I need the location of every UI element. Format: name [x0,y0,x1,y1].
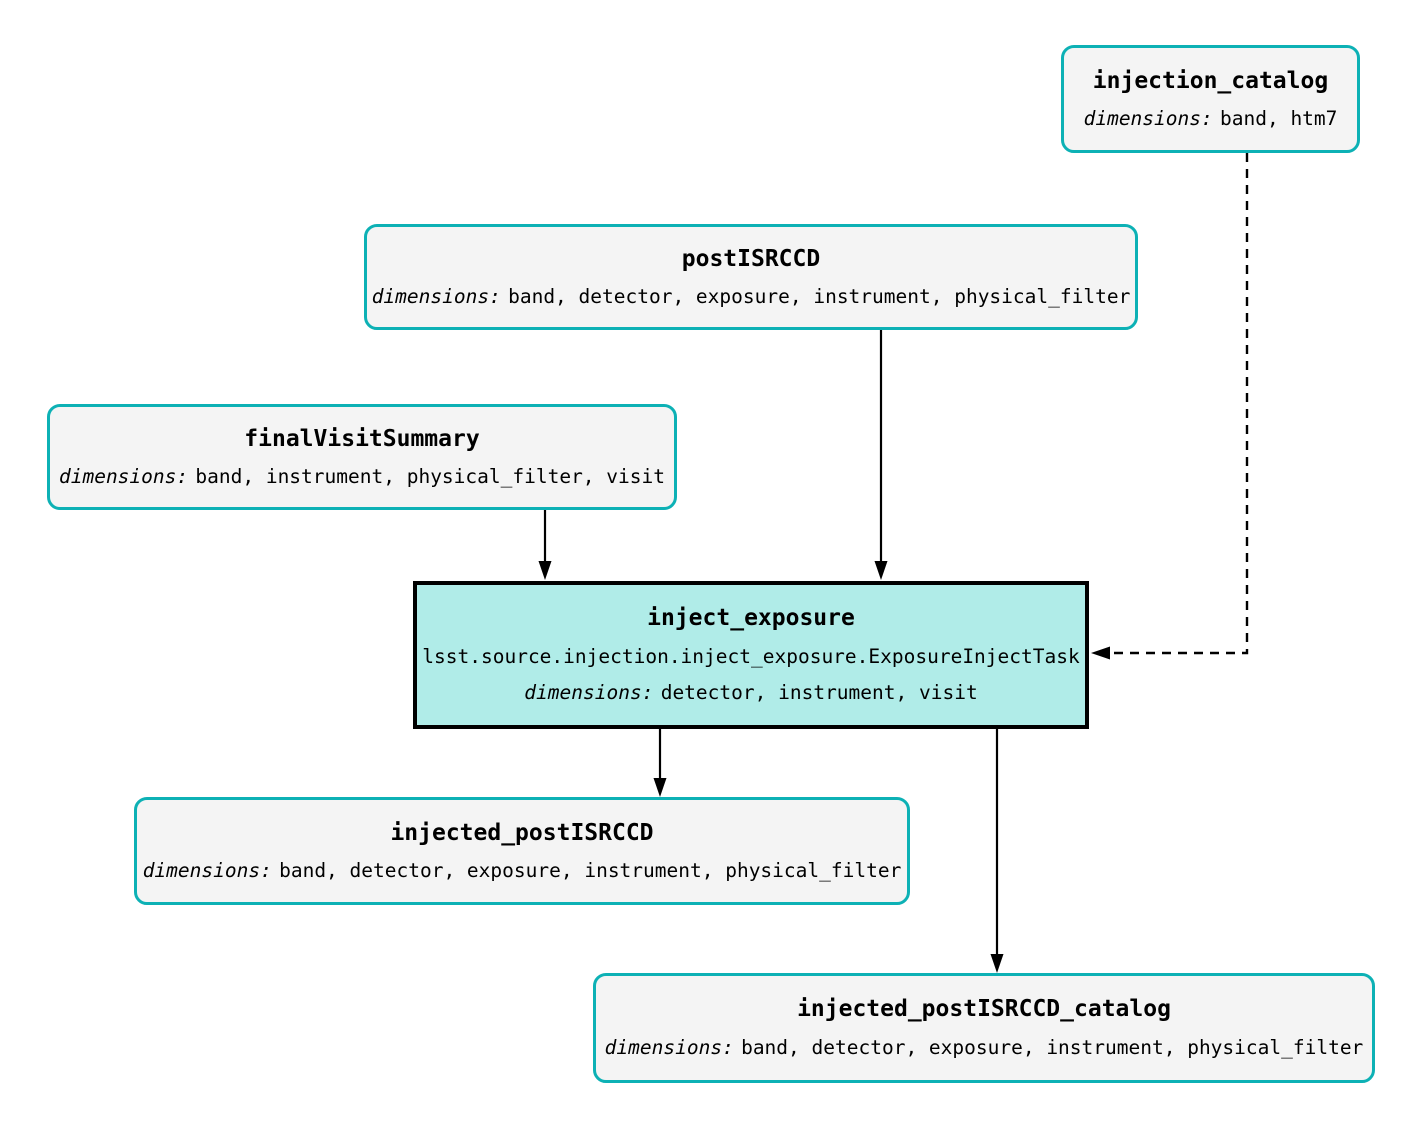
node-dimensions: dimensions:detector, instrument, visit [524,682,977,704]
node-title: injected_postISRCCD_catalog [797,996,1171,1023]
dimensions-label: dimensions: [604,1036,734,1060]
dimensions-label: dimensions: [524,681,654,705]
arrowhead-down-icon [874,561,888,580]
dimensions-value: band, detector, exposure, instrument, ph… [741,1036,1364,1060]
node-injected-postisrccd: injected_postISRCCD dimensions: band, det… [134,797,910,905]
node-dimensions: dimensions:band, instrument, physical_fi… [58,464,665,488]
arrowhead-left-icon [1091,646,1110,660]
node-postisrccd: postISRCCD dimensions: band, detector, ex… [364,224,1138,330]
node-title: injection_catalog [1092,67,1329,94]
dimensions-label: dimensions: [58,464,189,488]
node-finalvisitsummary: finalVisitSummary dimensions:band, instr… [47,404,677,510]
dimensions-value: band, htm7 [1220,106,1338,130]
node-title: injected_postISRCCD [390,819,654,846]
node-title: postISRCCD [681,246,821,273]
dimensions-value: detector, instrument, visit [660,681,978,705]
node-dimensions: dimensions: band, detector, exposure, ins… [371,284,1131,308]
node-dimensions: dimensions: band, detector, exposure, ins… [604,1036,1364,1060]
node-injection-catalog: injection_catalog dimensions: band, htm7 [1061,45,1360,153]
dimensions-label: dimensions: [142,858,272,882]
node-dimensions: dimensions: band, htm7 [1083,106,1338,130]
arrowhead-down-icon [538,561,552,580]
node-title: inject_exposure [647,605,855,632]
dimensions-value: band, detector, exposure, instrument, ph… [279,858,902,882]
arrowhead-down-icon [990,954,1004,973]
dimensions-value: band, detector, exposure, instrument, ph… [508,284,1131,308]
dimensions-label: dimensions: [1083,106,1213,130]
node-title: finalVisitSummary [244,426,480,453]
node-inject-exposure-task: inject_exposure lsst.source.injection.in… [413,581,1089,729]
node-dimensions: dimensions: band, detector, exposure, ins… [142,858,902,882]
dimensions-label: dimensions: [371,284,501,308]
dimensions-value: band, instrument, physical_filter, visit [195,464,665,488]
task-class-path: lsst.source.injection.inject_exposure.Ex… [422,644,1080,668]
arrowhead-down-icon [653,778,667,797]
node-injected-postisrccd-catalog: injected_postISRCCD_catalog dimensions: b… [593,973,1375,1083]
